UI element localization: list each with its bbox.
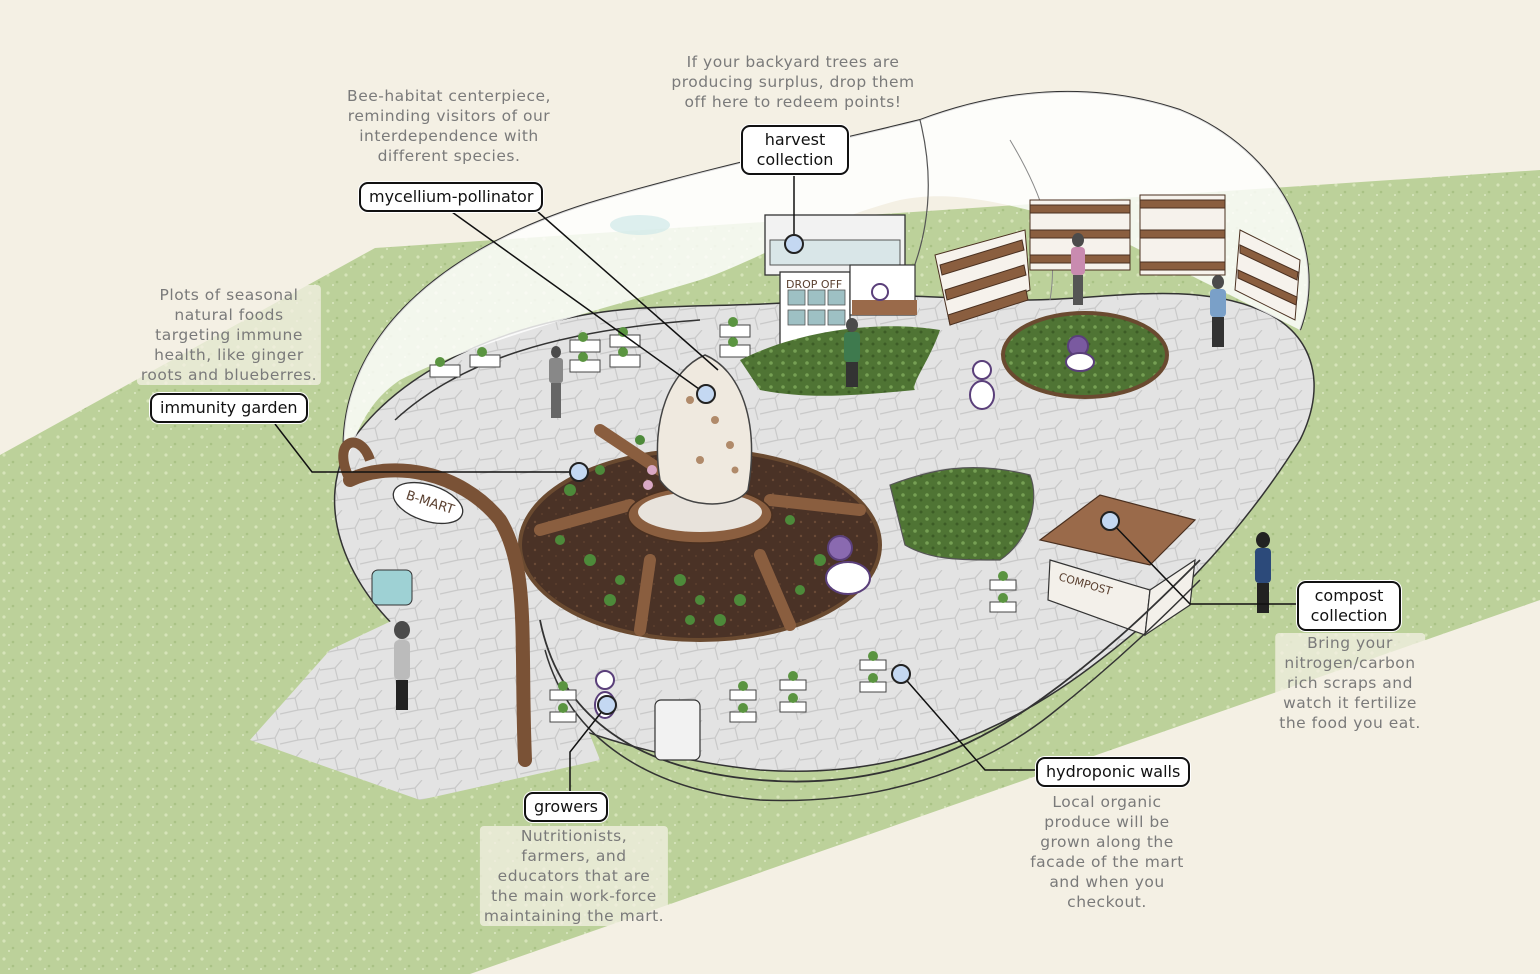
hydroponic-walls-label: hydroponic walls [1036,757,1190,787]
mycelium-pollinator-label: mycellium-pollinator [359,182,543,212]
harvest-marker[interactable] [784,234,804,254]
immunity-description: Plots of seasonal natural foods targetin… [137,285,321,385]
growers-description: Nutritionists, farmers, and educators th… [480,826,668,926]
hydroponic-description: Local organic produce will be grown alon… [1026,792,1188,912]
mycelium-description: Bee-habitat centerpiece, reminding visit… [343,86,555,166]
harvest-collection-label: harvest collection [741,125,849,175]
compost-collection-label: compost collection [1297,581,1401,631]
immunity-garden-label: immunity garden [150,393,308,423]
lawn-plot-front [890,468,1034,560]
growers-label: growers [524,792,608,822]
growers-marker[interactable] [597,695,617,715]
hydroponic-marker[interactable] [891,664,911,684]
compost-description: Bring your nitrogen/carbon rich scraps a… [1275,633,1425,733]
dropoff-sign: DROP OFF [786,278,842,291]
mycelium-marker[interactable] [696,384,716,404]
immunity-marker[interactable] [569,462,589,482]
harvest-description: If your backyard trees are producing sur… [667,52,918,112]
compost-marker[interactable] [1100,511,1120,531]
